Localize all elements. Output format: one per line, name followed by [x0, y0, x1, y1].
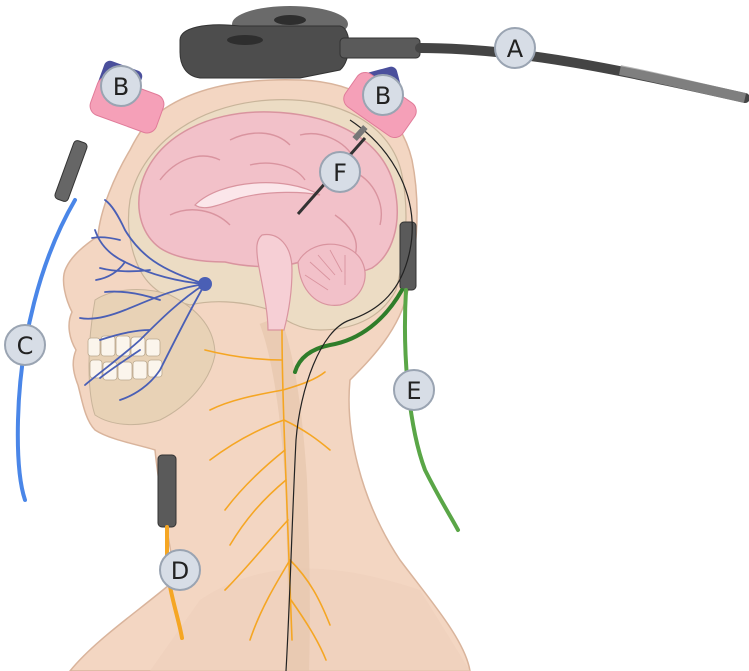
label-b-left-text: B	[113, 73, 129, 101]
cervical-nerves	[204, 329, 331, 661]
label-c-text: C	[17, 332, 34, 360]
generator-body	[179, 24, 350, 79]
label-b-left: B	[100, 65, 142, 107]
label-d: D	[159, 549, 201, 591]
label-a-text: A	[507, 35, 524, 63]
label-f: F	[319, 151, 361, 193]
gasserian-ganglion	[198, 277, 212, 291]
brain	[138, 111, 398, 331]
label-b-right-text: B	[375, 82, 391, 110]
connector	[339, 37, 421, 59]
cerebellum	[297, 243, 366, 306]
label-d-text: D	[171, 557, 189, 585]
brainstem	[256, 234, 293, 331]
corpus-callosum	[194, 182, 321, 209]
implant-pulse-generator	[179, 6, 749, 103]
label-f-text: F	[333, 159, 347, 187]
label-c: C	[4, 324, 46, 366]
facial-nerve	[79, 199, 206, 401]
label-e-text: E	[406, 377, 421, 405]
label-b-right: B	[362, 74, 404, 116]
cerebellum-folia	[304, 249, 346, 291]
label-e: E	[393, 369, 435, 411]
label-a: A	[494, 27, 536, 69]
lead-e	[293, 221, 460, 532]
shoulder-shadow	[150, 568, 470, 671]
lead-c	[15, 140, 88, 502]
